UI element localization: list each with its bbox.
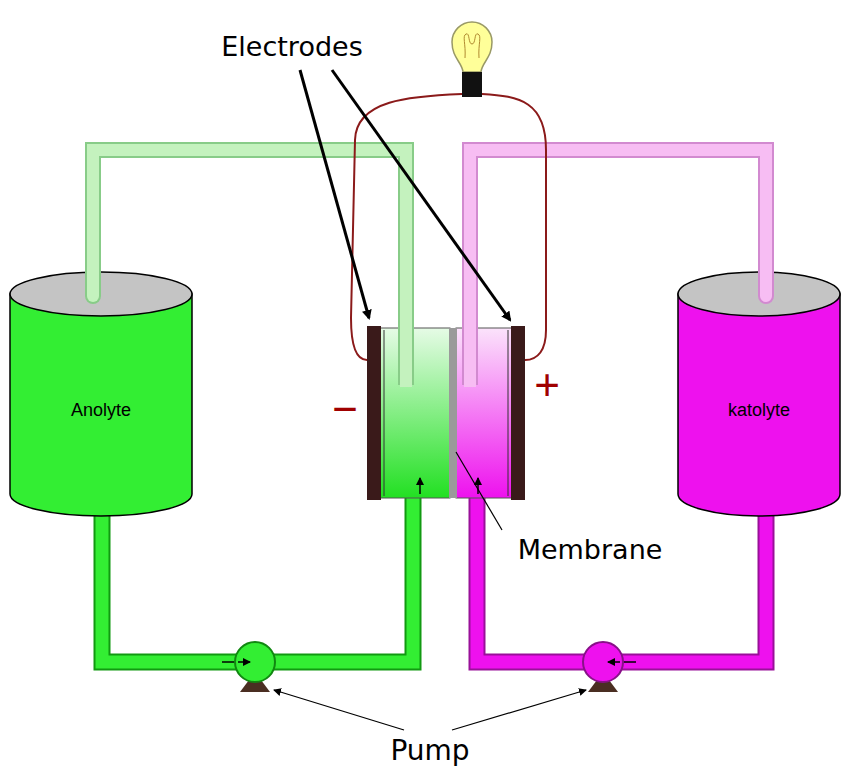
tank-cylinder — [676, 270, 842, 520]
tank-label: Anolyte — [71, 400, 131, 421]
electrolyte-tank: katolyte — [676, 270, 842, 520]
pipe-end — [87, 270, 99, 296]
pipe-end — [760, 270, 772, 296]
light-bulb — [452, 22, 492, 97]
polarity-sign: − — [332, 384, 358, 434]
tank-cylinder — [8, 270, 194, 520]
tank-body — [678, 294, 840, 516]
pipe-stubs — [406, 326, 470, 387]
wire — [351, 94, 546, 360]
tank-body — [10, 294, 192, 516]
flow-arrows — [222, 478, 636, 662]
cell — [367, 326, 525, 500]
feed-pipe-anolyte — [102, 498, 413, 662]
label-box: Membrane — [518, 534, 663, 565]
membrane — [449, 328, 457, 498]
pipe-end — [85, 270, 101, 296]
electrode — [511, 326, 525, 500]
part-label: Membrane — [518, 534, 663, 565]
electrolyte-tank: Anolyte — [8, 270, 194, 520]
pump-symbol — [583, 642, 623, 692]
label-box: + — [534, 360, 560, 410]
part-label: Pump — [390, 734, 469, 767]
polarity-sign: + — [534, 360, 560, 410]
feed-pipe-katolyte — [477, 498, 766, 662]
electrode — [367, 326, 381, 500]
label-box: Pump — [390, 734, 469, 767]
pipe-end — [758, 270, 774, 296]
label-box: Electrodes — [221, 31, 362, 62]
label-box: − — [332, 384, 358, 434]
leader-line — [274, 70, 586, 730]
pump-symbol — [235, 642, 275, 692]
tank-label: katolyte — [728, 400, 790, 421]
part-label: Electrodes — [221, 31, 362, 62]
